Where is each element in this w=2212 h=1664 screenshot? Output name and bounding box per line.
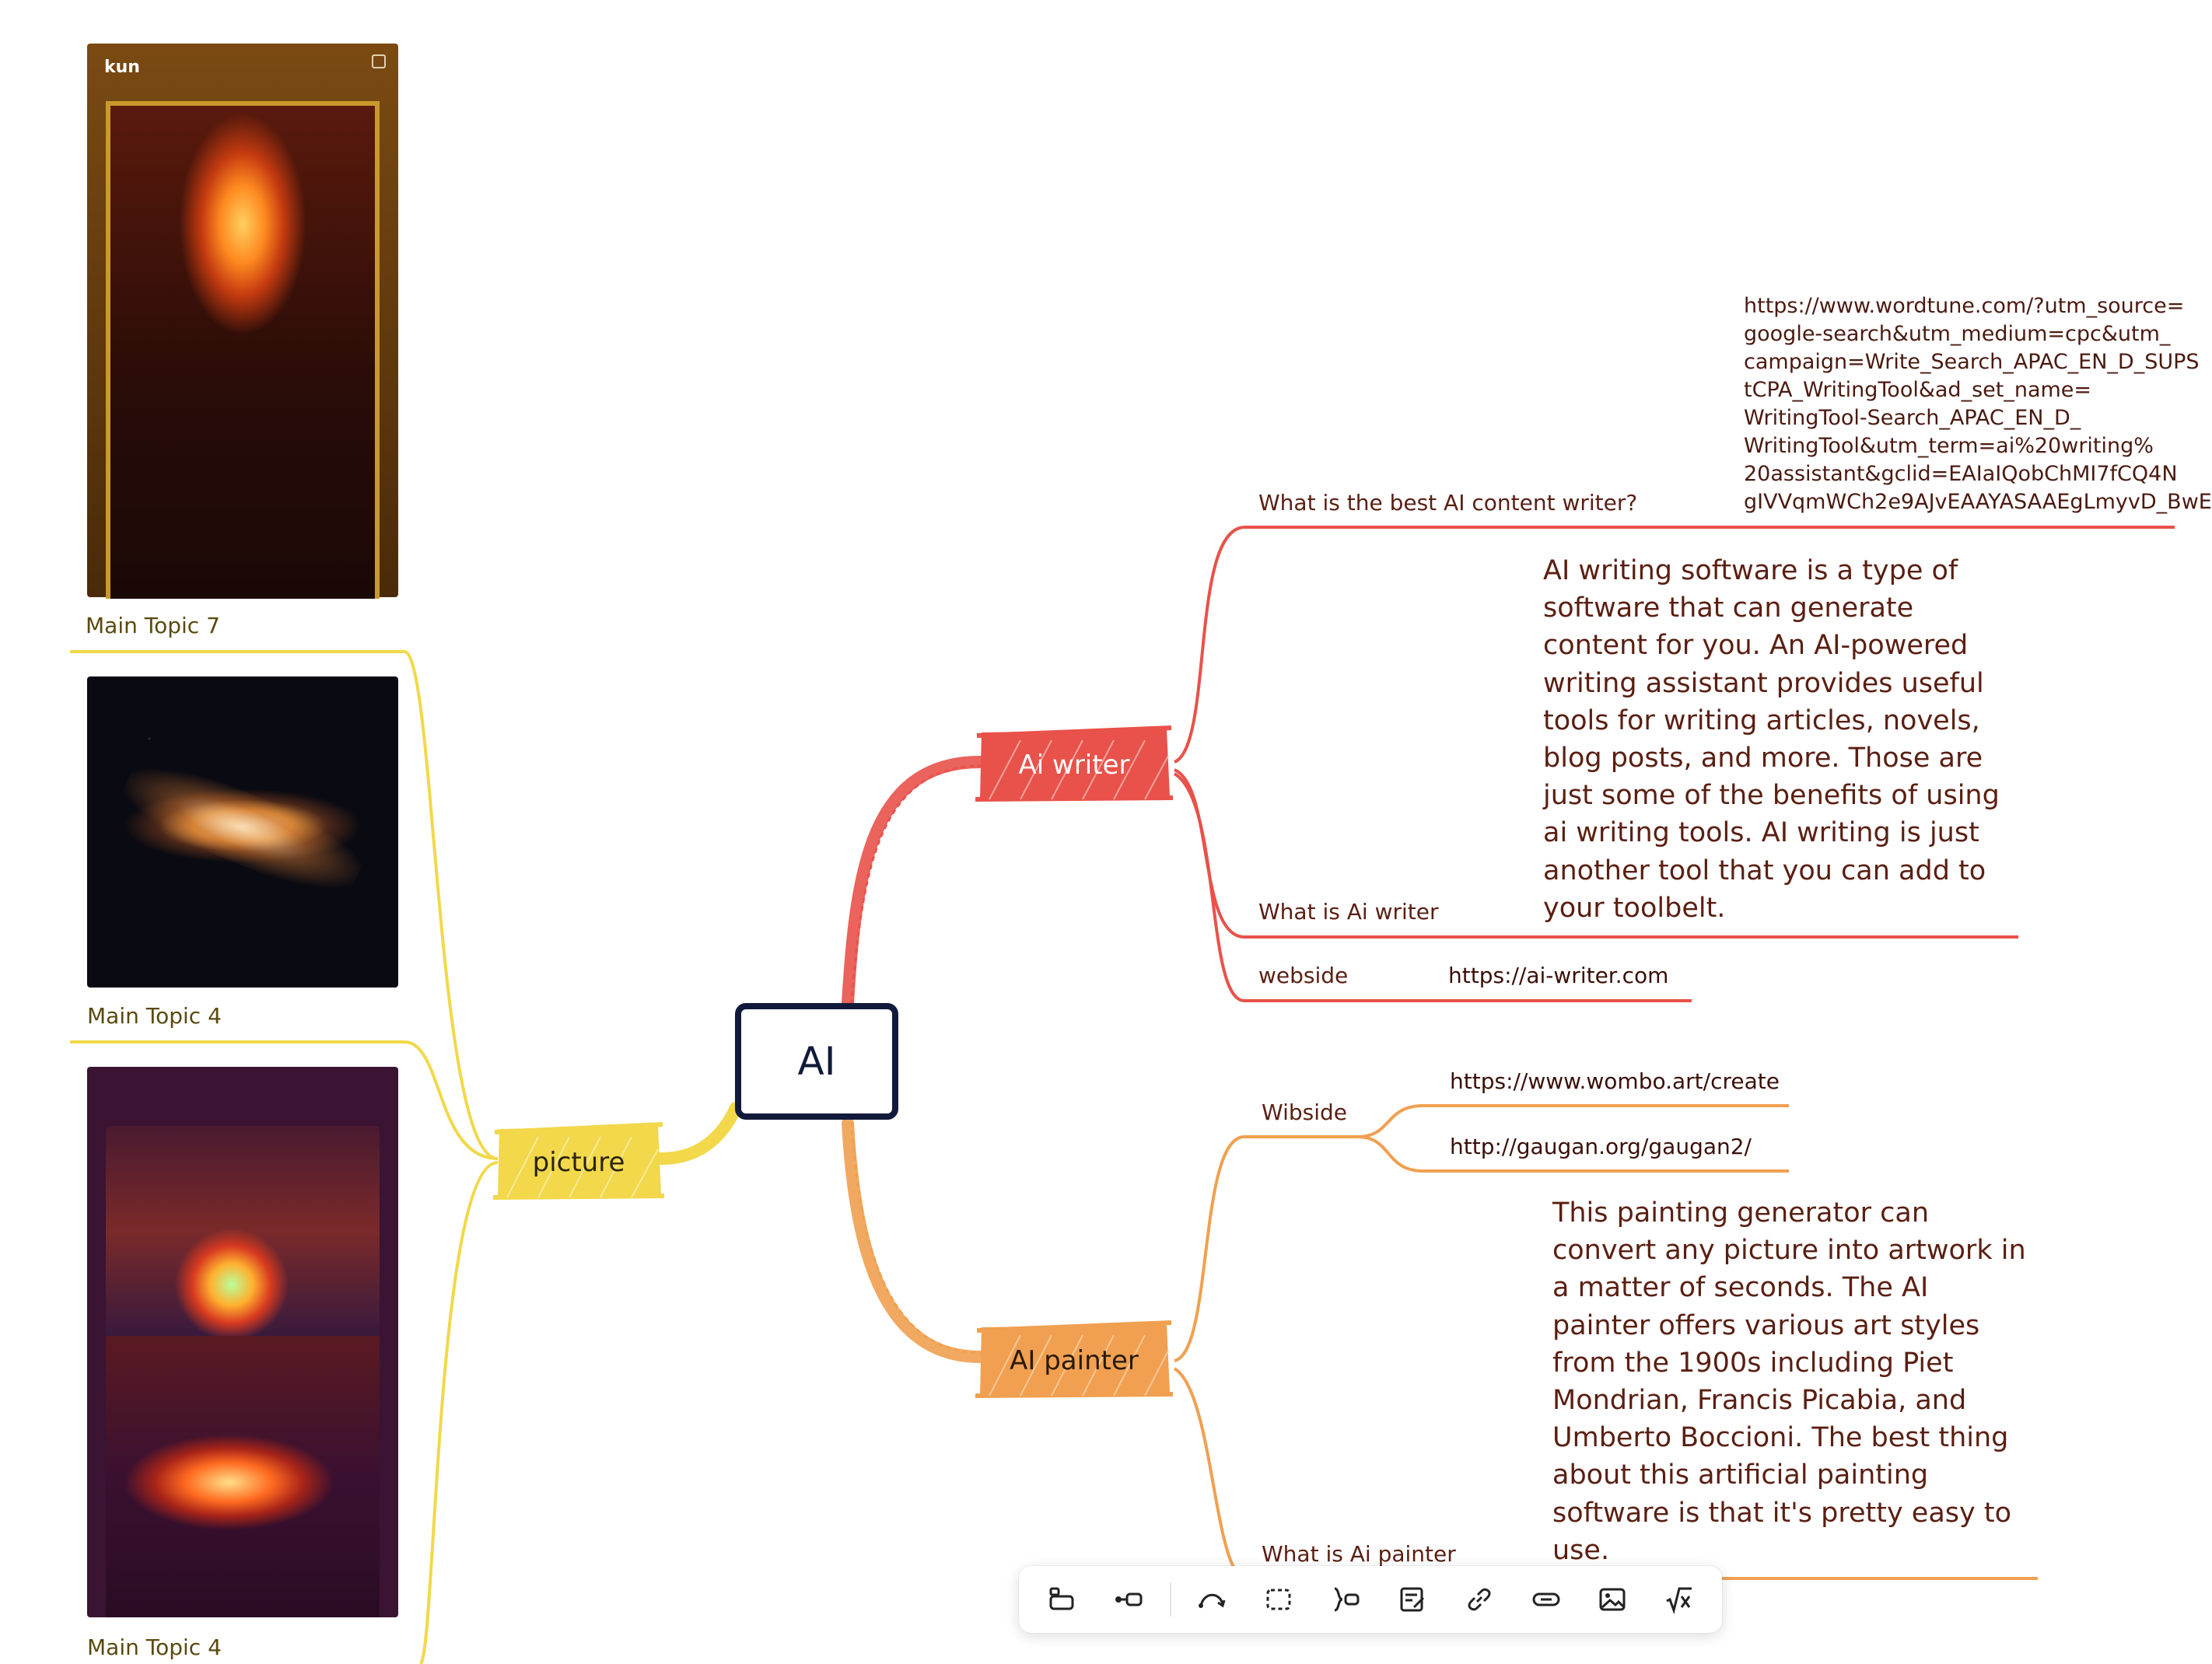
branch-ai-writer[interactable]: Ai writer <box>974 725 1174 806</box>
image-caption: kun <box>104 58 140 77</box>
central-topic-label: AI <box>797 1039 836 1084</box>
url-line: 20assistant&gclid=EAIaIQobChMI7fCQ4N <box>1744 462 2178 486</box>
summary-button[interactable] <box>1317 1575 1374 1624</box>
main-topic-7[interactable]: Main Topic 7 <box>86 613 220 638</box>
image-card-corridor[interactable] <box>87 1067 398 1617</box>
equation-icon <box>1666 1587 1692 1615</box>
gaugan-url[interactable]: http://gaugan.org/gaugan2/ <box>1450 1134 1752 1159</box>
image-button[interactable] <box>1584 1575 1641 1624</box>
note-icon <box>1400 1587 1424 1612</box>
text-line: Mondrian, Francis Picabia, and <box>1552 1385 1967 1417</box>
branch-picture-label: picture <box>532 1147 625 1178</box>
toolbar-divider <box>1169 1582 1171 1617</box>
boundary-button[interactable] <box>1250 1575 1307 1624</box>
link-button[interactable] <box>1517 1575 1575 1624</box>
url-line: google-search&utm_medium=cpc&utm_ <box>1744 322 2171 346</box>
text-line: about this artificial painting <box>1552 1459 1929 1491</box>
topic-best-ai-writer[interactable]: What is the best AI content writer? <box>1258 490 1638 516</box>
corridor-bottom <box>106 1336 380 1617</box>
url-line: campaign=Write_Search_APAC_EN_D_SUPS <box>1744 350 2200 374</box>
relationship-button[interactable] <box>1100 1575 1157 1624</box>
wombo-url[interactable]: https://www.wombo.art/create <box>1450 1068 1780 1094</box>
hyperlink-icon <box>1468 1588 1491 1611</box>
text-line: convert any picture into artwork in <box>1552 1235 2026 1267</box>
branch-ai-painter-label: AI painter <box>1010 1345 1139 1376</box>
main-topic-4-second[interactable]: Main Topic 4 <box>87 1634 222 1660</box>
galaxy-band <box>114 749 372 907</box>
text-line: AI writing software is a type of <box>1543 555 1958 586</box>
text-line: another tool that you can add to <box>1543 855 1986 886</box>
text-line: software that can generate <box>1543 593 1914 624</box>
topic-what-is-ai-writer[interactable]: What is Ai writer <box>1258 899 1439 925</box>
branch-ai-painter[interactable]: AI painter <box>974 1320 1174 1402</box>
hyperlink-button[interactable] <box>1451 1575 1508 1624</box>
url-line: tCPA_WritingTool&ad_set_name= <box>1744 378 2092 402</box>
bottom-toolbar <box>1019 1566 1722 1633</box>
image-card-galaxy[interactable] <box>87 676 398 988</box>
corridor-top <box>106 1126 380 1359</box>
curve-arrow-button[interactable] <box>1184 1575 1241 1624</box>
main-topic-4-first[interactable]: Main Topic 4 <box>87 1003 222 1029</box>
ai-writer-description[interactable]: AI writing software is a type of softwar… <box>1543 552 2025 927</box>
text-line: software is that it's pretty easy to <box>1552 1497 2011 1529</box>
url-line: WritingTool&utm_term=ai%20writing% <box>1744 434 2154 458</box>
note-button[interactable] <box>1384 1575 1441 1624</box>
branch-ai-writer-label: Ai writer <box>1018 750 1130 781</box>
boundary-icon <box>1266 1589 1291 1610</box>
image-card-fire[interactable]: kun <box>87 44 398 599</box>
text-line: blog posts, and more. Those are <box>1543 743 1983 774</box>
summary-icon <box>1334 1587 1360 1612</box>
wordtune-url-note[interactable]: https://www.wordtune.com/?utm_source= go… <box>1744 292 2212 516</box>
relationship-icon <box>1115 1592 1143 1606</box>
sketch-fill <box>975 1320 1174 1398</box>
subtopic-button[interactable] <box>1033 1575 1090 1624</box>
text-line: your toolbelt. <box>1543 892 1726 924</box>
text-line: ai writing tools. AI writing is just <box>1543 817 1979 849</box>
sketch-fill <box>492 1122 665 1200</box>
topic-writer-website[interactable]: webside <box>1258 963 1349 988</box>
image-icon <box>1599 1588 1626 1611</box>
link-icon <box>1532 1592 1560 1606</box>
text-line: This painting generator can <box>1552 1197 1930 1229</box>
url-line: gIVVqmWCh2e9AJvEAAYASAAEgLmyvD_BwE <box>1744 490 2212 514</box>
text-line: a matter of seconds. The AI <box>1552 1272 1929 1304</box>
text-line: use. <box>1552 1534 1610 1566</box>
text-line: painter offers various art styles <box>1552 1309 1980 1341</box>
text-line: writing assistant provides useful <box>1543 667 1984 699</box>
frame <box>106 101 380 599</box>
text-line: from the 1900s including Piet <box>1552 1347 1954 1379</box>
url-line: WritingTool-Search_APAC_EN_D_ <box>1744 406 2081 430</box>
text-line: content for you. An AI-powered <box>1543 630 1969 662</box>
ai-writer-url[interactable]: https://ai-writer.com <box>1448 963 1669 988</box>
topic-painter-website[interactable]: Wibside <box>1262 1099 1347 1125</box>
central-topic[interactable]: AI <box>735 1003 898 1120</box>
branch-picture[interactable]: picture <box>492 1121 666 1204</box>
text-line: just some of the benefits of using <box>1543 780 2000 812</box>
text-line: tools for writing articles, novels, <box>1543 704 1980 736</box>
subtopic-icon <box>1049 1587 1074 1610</box>
topic-what-is-ai-painter[interactable]: What is Ai painter <box>1262 1541 1456 1567</box>
ai-painter-description[interactable]: This painting generator can convert any … <box>1552 1194 2050 1569</box>
url-line: https://www.wordtune.com/?utm_source= <box>1744 294 2185 318</box>
curve-arrow-icon <box>1199 1593 1226 1608</box>
cube-icon <box>372 54 386 68</box>
text-line: Umberto Boccioni. The best thing <box>1552 1422 2009 1454</box>
sketch-fill <box>975 725 1174 802</box>
equation-button[interactable] <box>1650 1575 1708 1624</box>
